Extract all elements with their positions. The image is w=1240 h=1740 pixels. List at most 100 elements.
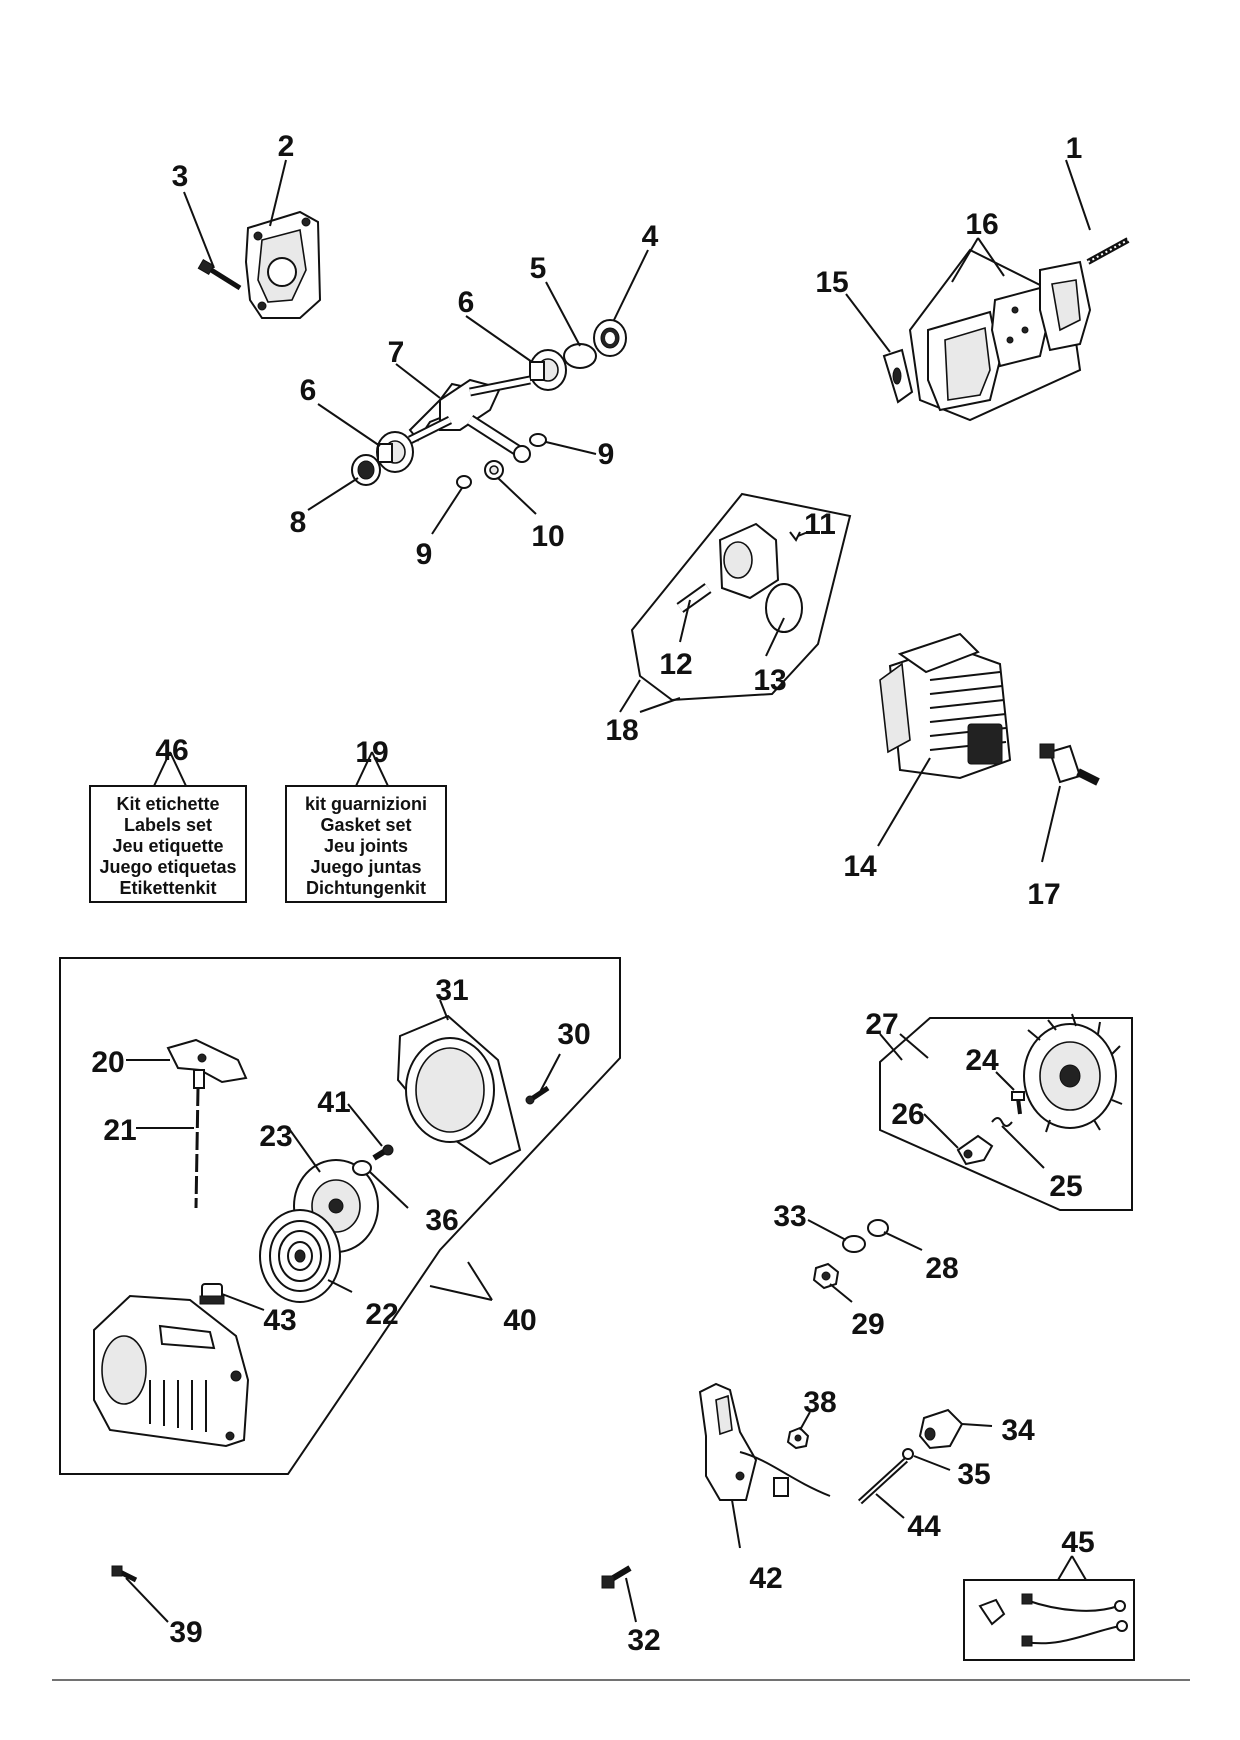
flywheel-part bbox=[1023, 1013, 1123, 1133]
callout-9b: 9 bbox=[416, 538, 433, 571]
callout-34: 34 bbox=[1001, 1414, 1035, 1447]
leader-lines-engine bbox=[183, 159, 649, 535]
cylinder-part bbox=[879, 632, 1012, 780]
bearing-lower-part bbox=[376, 431, 414, 473]
screw-32-part bbox=[601, 1565, 632, 1589]
callout-labels: 1 2 3 4 5 6 6 7 8 9 9 10 11 12 13 14 15 … bbox=[91, 130, 1094, 1657]
callout-36: 36 bbox=[425, 1204, 458, 1237]
labels-kit-box: Kit etichette Labels set Jeu etiquette J… bbox=[89, 751, 247, 903]
gasket-kit-line-3: Jeu joints bbox=[324, 836, 408, 856]
starter-kit-outline bbox=[59, 957, 621, 1475]
pawl-spring-part bbox=[991, 1117, 1013, 1127]
callout-14: 14 bbox=[843, 850, 877, 883]
callout-5: 5 bbox=[530, 252, 547, 285]
gasket-kit-line-4: Juego juntas bbox=[310, 857, 421, 877]
crankcase-screw-part bbox=[197, 258, 242, 291]
callout-27: 27 bbox=[865, 1008, 898, 1041]
ignition-cable-part bbox=[857, 1457, 909, 1505]
pulley-washer-part bbox=[352, 1160, 372, 1176]
muffler-screw-part bbox=[1086, 237, 1130, 265]
callout-35: 35 bbox=[957, 1458, 990, 1491]
screw-39-part bbox=[111, 1565, 138, 1583]
callout-43: 43 bbox=[263, 1304, 296, 1337]
spark-plug-boot-part bbox=[918, 1408, 964, 1450]
pawl-part bbox=[956, 1134, 994, 1166]
flywheel-washer-part bbox=[842, 1235, 866, 1253]
callout-46: 46 bbox=[155, 734, 188, 767]
wire-kit-box bbox=[963, 1555, 1135, 1661]
gasket-kit-box: kit guarnizioni Gasket set Jeu joints Ju… bbox=[285, 751, 447, 903]
gasket-kit-line-2: Gasket set bbox=[320, 815, 411, 835]
callout-41: 41 bbox=[317, 1086, 350, 1119]
leader-lines-piston bbox=[619, 531, 809, 713]
callout-15: 15 bbox=[815, 266, 848, 299]
callout-29: 29 bbox=[851, 1308, 884, 1341]
callout-30: 30 bbox=[557, 1018, 590, 1051]
leader-lines-loose bbox=[125, 1577, 637, 1623]
pulley-screw-part bbox=[372, 1144, 394, 1161]
gasket-kit-line-1: kit guarnizioni bbox=[305, 794, 427, 814]
ignition-coil-part bbox=[698, 1382, 831, 1501]
callout-39: 39 bbox=[169, 1616, 202, 1649]
callout-28: 28 bbox=[925, 1252, 958, 1285]
callout-44: 44 bbox=[907, 1510, 941, 1543]
flywheel-ring-part bbox=[867, 1219, 889, 1237]
callout-6b: 6 bbox=[300, 374, 317, 407]
callout-33: 33 bbox=[773, 1200, 806, 1233]
leader-lines-starter bbox=[126, 999, 561, 1311]
callout-21: 21 bbox=[103, 1114, 136, 1147]
crankshaft-part bbox=[407, 375, 531, 463]
callout-7: 7 bbox=[388, 336, 405, 369]
callout-13: 13 bbox=[753, 664, 786, 697]
labels-kit-line-3: Jeu etiquette bbox=[112, 836, 223, 856]
washer-b-part bbox=[456, 475, 472, 489]
starter-spring-part bbox=[259, 1209, 341, 1303]
callout-31: 31 bbox=[435, 974, 468, 1007]
piston-kit-part bbox=[630, 492, 852, 702]
leader-lines-washers bbox=[807, 1219, 923, 1303]
callout-42: 42 bbox=[749, 1562, 782, 1595]
callout-11: 11 bbox=[804, 508, 836, 541]
callout-23: 23 bbox=[259, 1120, 292, 1153]
spark-plug-part bbox=[1039, 743, 1100, 786]
bearing-upper-part bbox=[529, 349, 567, 391]
gasket-kit-line-5: Dichtungenkit bbox=[306, 878, 426, 898]
labels-kit-line-2: Labels set bbox=[124, 815, 212, 835]
callout-4: 4 bbox=[642, 220, 659, 253]
callout-12: 12 bbox=[659, 648, 692, 681]
leader-lines-flywheel bbox=[879, 1033, 1045, 1169]
callout-25: 25 bbox=[1049, 1170, 1082, 1203]
callout-45: 45 bbox=[1061, 1526, 1094, 1559]
callout-19: 19 bbox=[355, 736, 388, 769]
callout-18: 18 bbox=[605, 714, 638, 747]
leader-lines-muffler bbox=[845, 159, 1091, 353]
callout-32: 32 bbox=[627, 1624, 660, 1657]
callout-2: 2 bbox=[278, 130, 295, 163]
crankcase-half-part bbox=[244, 210, 322, 319]
labels-kit-line-1: Kit etichette bbox=[116, 794, 219, 814]
callout-22: 22 bbox=[365, 1298, 398, 1331]
plug-cap-part bbox=[199, 1283, 225, 1305]
callout-16: 16 bbox=[965, 208, 998, 241]
callout-3: 3 bbox=[172, 160, 189, 193]
callout-8: 8 bbox=[290, 506, 307, 539]
coil-nut-part bbox=[786, 1426, 810, 1450]
callout-26: 26 bbox=[891, 1098, 924, 1131]
needle-bearing-part bbox=[484, 460, 504, 480]
callout-1: 1 bbox=[1066, 132, 1083, 165]
muffler-kit-part bbox=[908, 248, 1092, 422]
starter-handle-part bbox=[166, 1038, 248, 1089]
washer-a-part bbox=[529, 433, 547, 447]
starter-housing-part bbox=[93, 1294, 250, 1448]
fan-cover-part bbox=[396, 1014, 522, 1166]
callout-9a: 9 bbox=[598, 438, 615, 471]
cover-screw-part bbox=[525, 1085, 550, 1105]
boot-spring-part bbox=[902, 1448, 914, 1460]
callout-17: 17 bbox=[1027, 878, 1060, 911]
callout-20: 20 bbox=[91, 1046, 124, 1079]
flywheel-kit-outline bbox=[879, 1017, 1133, 1211]
callout-6a: 6 bbox=[458, 286, 475, 319]
callout-40: 40 bbox=[503, 1304, 536, 1337]
callout-10: 10 bbox=[531, 520, 564, 553]
